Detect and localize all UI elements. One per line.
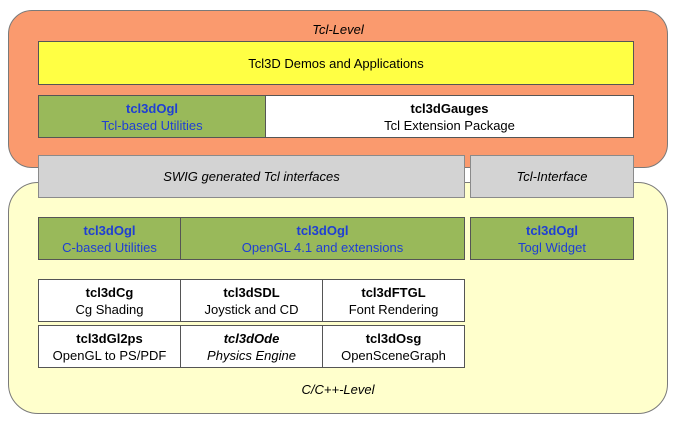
tcl3dogl-c-utilities-title: tcl3dOgl <box>83 222 136 238</box>
tcl3dogl-opengl-title: tcl3dOgl <box>296 222 349 238</box>
module-subtitle: OpenGL to PS/PDF <box>52 347 167 363</box>
tcl3dogl-tcl-utilities-box: tcl3dOgl Tcl-based Utilities <box>38 95 266 138</box>
tcl3dgauges-title: tcl3dGauges <box>410 100 489 116</box>
module-box-tcl3dftgl: tcl3dFTGL Font Rendering <box>322 279 465 322</box>
tcl3dogl-tcl-utilities-subtitle: Tcl-based Utilities <box>101 117 203 133</box>
module-box-tcl3dcg: tcl3dCg Cg Shading <box>38 279 181 322</box>
tcl3dogl-c-utilities-subtitle: C-based Utilities <box>62 239 157 255</box>
module-title: tcl3dOsg <box>365 330 422 346</box>
module-title: tcl3dCg <box>85 284 134 300</box>
tcl3dogl-opengl-subtitle: OpenGL 4.1 and extensions <box>241 239 404 255</box>
c-level-label: C/C++-Level <box>301 382 375 397</box>
tcl3dgauges-box: tcl3dGauges Tcl Extension Package <box>265 95 634 138</box>
tcl3dogl-togl-title: tcl3dOgl <box>525 222 578 238</box>
module-box-tcl3dsdl: tcl3dSDL Joystick and CD <box>180 279 323 322</box>
tcl-level-layer: Tcl-Level <box>8 10 668 168</box>
module-box-tcl3dosg: tcl3dOsg OpenSceneGraph <box>322 325 465 368</box>
module-title: tcl3dOde <box>223 330 280 346</box>
demos-label: Tcl3D Demos and Applications <box>248 55 424 71</box>
tcl-level-label: Tcl-Level <box>312 22 364 37</box>
module-subtitle: OpenSceneGraph <box>341 347 446 363</box>
demos-box: Tcl3D Demos and Applications <box>38 41 634 85</box>
module-title: tcl3dSDL <box>223 284 280 300</box>
module-subtitle: Font Rendering <box>348 301 439 317</box>
tcl-interface-label: Tcl-Interface <box>516 169 588 184</box>
tcl3dogl-c-utilities-box: tcl3dOgl C-based Utilities <box>38 217 181 260</box>
tcl3dogl-opengl-box: tcl3dOgl OpenGL 4.1 and extensions <box>180 217 465 260</box>
module-subtitle: Physics Engine <box>207 347 296 363</box>
module-subtitle: Cg Shading <box>75 301 144 317</box>
tcl3dgauges-subtitle: Tcl Extension Package <box>384 117 515 133</box>
swig-interfaces-box: SWIG generated Tcl interfaces <box>38 155 465 198</box>
module-box-tcl3dgl2ps: tcl3dGl2ps OpenGL to PS/PDF <box>38 325 181 368</box>
module-title: tcl3dGl2ps <box>76 330 143 346</box>
tcl3dogl-togl-subtitle: Togl Widget <box>518 239 586 255</box>
module-title: tcl3dFTGL <box>361 284 426 300</box>
tcl-interface-box: Tcl-Interface <box>470 155 634 198</box>
tcl3dogl-tcl-utilities-title: tcl3dOgl <box>125 100 178 116</box>
module-box-tcl3dode: tcl3dOde Physics Engine <box>180 325 323 368</box>
tcl3dogl-togl-box: tcl3dOgl Togl Widget <box>470 217 634 260</box>
swig-interfaces-label: SWIG generated Tcl interfaces <box>163 169 340 184</box>
module-subtitle: Joystick and CD <box>204 301 299 317</box>
